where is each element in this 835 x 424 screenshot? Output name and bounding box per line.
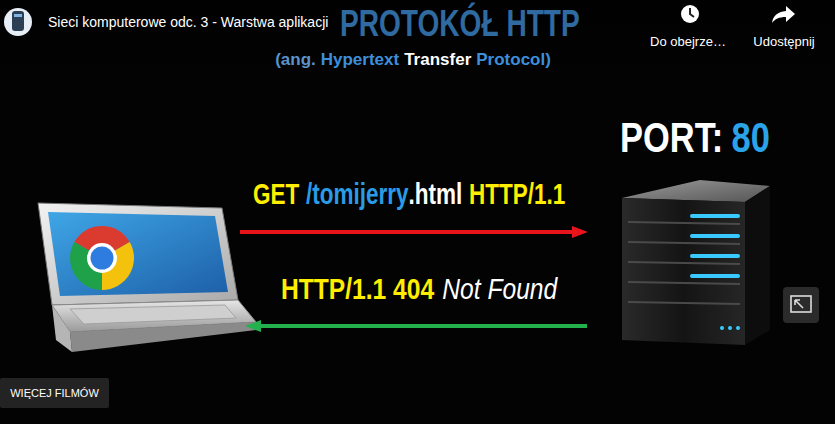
server-illustration xyxy=(622,180,770,345)
miniplayer-button xyxy=(783,287,819,323)
request-path: .html xyxy=(408,179,462,209)
button-label: Udostępnij xyxy=(753,35,814,48)
more-videos-button: WIĘCEJ FILMÓW xyxy=(0,378,109,408)
button-label: Do obejrze… xyxy=(650,35,726,48)
http-method: GET xyxy=(253,179,299,209)
status-text: Not Found xyxy=(442,274,557,304)
subtitle-word: (ang. xyxy=(275,51,316,68)
subtitle-word: Transfer xyxy=(404,51,471,68)
laptop-illustration xyxy=(38,203,256,352)
diagram-title-text: PROTOKÓŁ HTTP xyxy=(340,6,580,42)
video-title-text: Sieci komputerowe odc. 3 - Warstwa aplik… xyxy=(48,15,328,29)
request-arrow xyxy=(240,226,588,238)
response-arrow xyxy=(245,320,587,332)
watch-later-label: Do obejrze… xyxy=(650,35,726,48)
subtitle-word: Protocol) xyxy=(476,51,551,68)
request-line: GET/tomijerry.htmlHTTP/1.1 xyxy=(253,179,565,209)
share-icon xyxy=(772,6,795,23)
subtitle-word: Hypertext xyxy=(321,51,399,68)
top-fade xyxy=(0,0,835,80)
response-line: HTTP/1.1 404 Not Found xyxy=(281,274,557,304)
share-label: Udostępnij xyxy=(753,35,814,48)
request-path: /tomijerry xyxy=(306,179,409,209)
port-word: PORT: xyxy=(620,117,723,159)
watch-later-icon xyxy=(681,5,699,23)
diagram-title: PROTOKÓŁ HTTP xyxy=(340,6,580,42)
status-code: HTTP/1.1 404 xyxy=(281,274,434,304)
subtitle: (ang. Hypertext Transfer Protocol) xyxy=(275,51,551,68)
button-text: WIĘCEJ FILMÓW xyxy=(10,387,99,399)
channel-avatar xyxy=(4,8,32,36)
video-title: Sieci komputerowe odc. 3 - Warstwa aplik… xyxy=(48,15,328,29)
http-version: HTTP/1.1 xyxy=(469,179,565,209)
port-label: PORT:80 xyxy=(620,117,770,159)
port-number: 80 xyxy=(732,117,770,159)
